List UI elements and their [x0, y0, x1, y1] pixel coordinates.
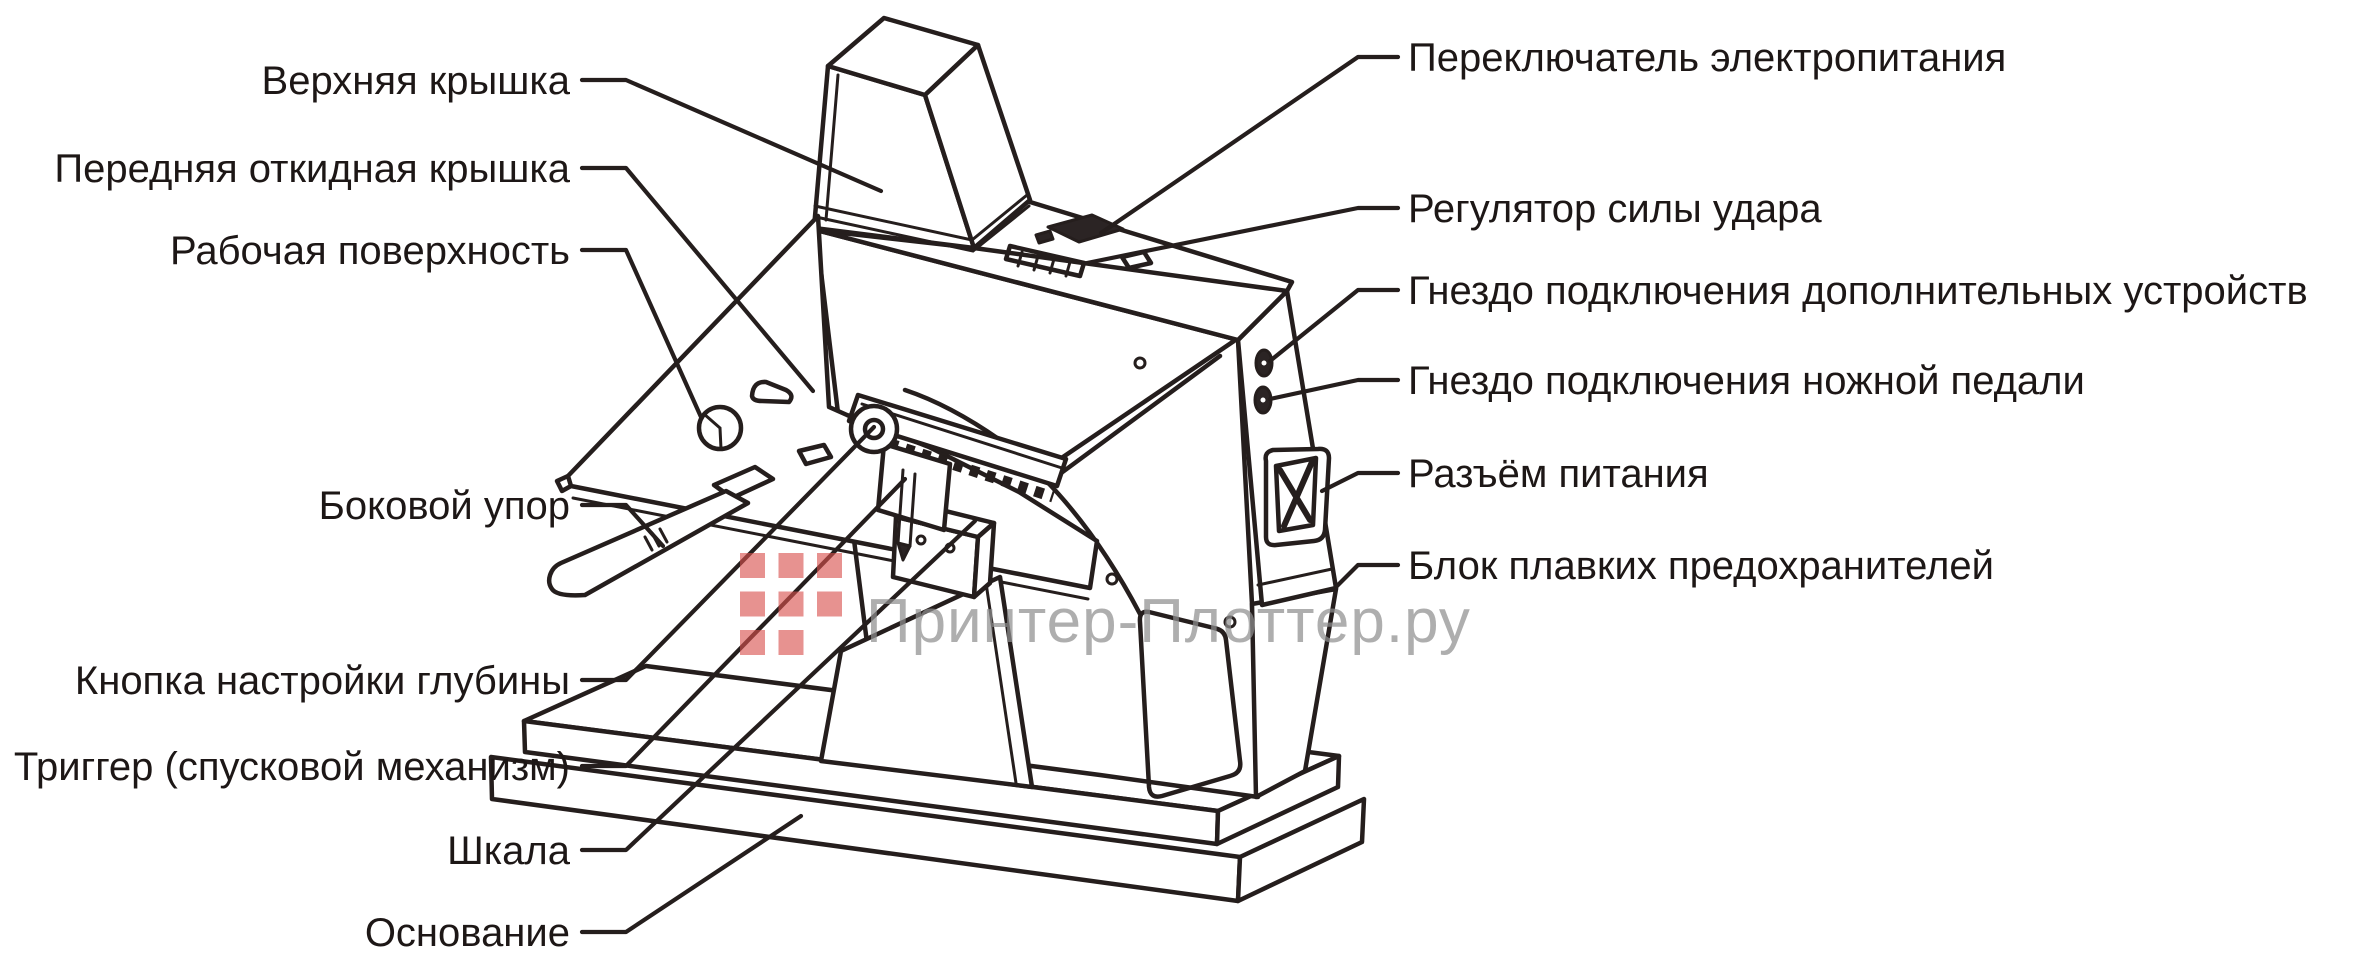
side-stop: [547, 464, 776, 598]
label-accessory-socket: Гнездо подключения дополнительных устрой…: [1408, 269, 2308, 313]
logo-square-r1c0: [740, 591, 765, 617]
logo-square-r0c0: [740, 553, 765, 578]
table-holes: [696, 379, 834, 467]
logo-square-r1c2: [817, 591, 842, 617]
logo-square-r0c1: [778, 553, 804, 578]
leader-lines-right: [1084, 54, 1401, 589]
tower-left-rim: [824, 73, 840, 222]
fuse-block-strip: [1256, 567, 1334, 587]
label-foot-pedal-socket: Гнездо подключения ножной педали: [1408, 359, 2085, 403]
throat-arm-1: [1060, 338, 1237, 460]
trigger-pin-2: [908, 472, 917, 548]
label-work-surface: Рабочая поверхность: [170, 229, 570, 273]
machine-illustration: [488, 15, 1367, 904]
logo-square-r2c1: [778, 630, 804, 655]
watermark-text: Принтер-Плоттер.ру: [866, 587, 1471, 656]
power-inlet-inner: [1273, 455, 1319, 534]
leader-top-cover: [579, 77, 884, 194]
table-hole-rounded: [749, 379, 794, 405]
column-face: [818, 574, 1035, 790]
leader-trigger: [579, 476, 908, 769]
deck-fittings: [1003, 213, 1154, 279]
leader-power-switch: [1098, 54, 1401, 236]
foot-pedal-socket-pin: [1260, 397, 1266, 403]
leader-foot-pedal-socket: [1267, 377, 1401, 402]
depth-adjust-knob-center: [862, 417, 886, 441]
trigger-box-screw-1: [915, 534, 927, 546]
label-side-stop: Боковой упор: [319, 484, 570, 528]
table-hole-square: [796, 442, 834, 467]
label-fuse-block: Блок плавких предохранителей: [1408, 544, 1994, 588]
leader-depth-adjust-knob: [579, 424, 877, 683]
tower-right-face: [922, 42, 1033, 251]
site-logo-icon: [740, 553, 842, 655]
label-scale: Шкала: [447, 829, 571, 873]
table-left-tip: [554, 473, 574, 494]
watermark: Принтер-Плоттер.ру: [740, 553, 1471, 656]
support-column: [818, 574, 1035, 790]
label-trigger: Триггер (спусковой механизм): [14, 745, 570, 789]
right-side-connectors: [1253, 348, 1332, 548]
throat-arm-2: [1046, 353, 1223, 485]
table-plate: [565, 213, 1100, 591]
stitching-head: [846, 338, 1237, 562]
accessory-socket-pin: [1261, 360, 1267, 366]
leader-lines-left: [579, 77, 978, 935]
column-inner-edge: [984, 581, 1018, 785]
label-power-inlet: Разъём питания: [1408, 452, 1709, 496]
leader-fuse-block: [1334, 562, 1401, 589]
screw-dot-2: [1223, 615, 1237, 629]
logo-square-r0c2: [817, 553, 842, 578]
impact-force-regulator-slot: [1003, 243, 1087, 279]
logo-square-r1c1: [778, 591, 804, 617]
regulator-hatch: [1016, 250, 1072, 278]
leader-scale: [579, 518, 978, 853]
leader-impact-force-regulator: [1084, 205, 1401, 266]
leader-side-stop: [579, 502, 666, 549]
logo-square-r2c0: [740, 630, 765, 655]
top-cover: [811, 15, 1033, 253]
leader-base: [579, 813, 804, 935]
screw-dot-1: [1105, 572, 1119, 586]
power-inlet-hatch: [1277, 459, 1315, 529]
leader-power-inlet: [1319, 470, 1401, 494]
scale-strip: [860, 402, 1064, 470]
label-impact-force-regulator: Регулятор силы удара: [1408, 187, 1822, 231]
power-switch: [1046, 213, 1125, 244]
trigger-needle: [896, 541, 912, 562]
label-power-switch: Переключатель электропитания: [1408, 36, 2006, 80]
table-hole-round-wedge: [702, 412, 723, 451]
screw-dot-3: [1133, 356, 1147, 370]
tower-seam-2: [814, 204, 1031, 253]
leader-work-surface: [579, 247, 704, 420]
power-switch-stem: [1034, 229, 1055, 245]
label-top-cover: Верхняя крышка: [262, 59, 571, 103]
tower-seam-1: [813, 193, 1029, 242]
base-bottom-right-face: [1235, 796, 1367, 904]
label-front-flip-cover: Передняя откидная крышка: [54, 147, 570, 191]
leader-accessory-socket: [1267, 287, 1401, 364]
label-base: Основание: [365, 911, 570, 955]
label-depth-adjust-knob: Кнопка настройки глубины: [75, 659, 570, 703]
body-window-cutout: [1137, 609, 1243, 799]
trigger-box-right: [971, 520, 997, 600]
leader-front-flip-cover: [579, 165, 816, 394]
